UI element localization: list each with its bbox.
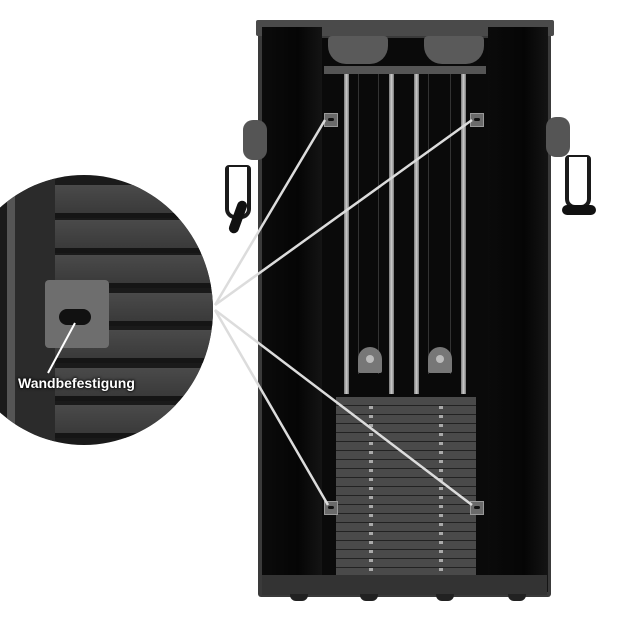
stack-pulley-right — [428, 347, 452, 373]
foot — [360, 594, 378, 601]
right-pulley-arm — [546, 117, 570, 157]
tower-top-cap — [256, 20, 554, 36]
slat — [55, 185, 213, 218]
selector-pins-left — [369, 400, 373, 575]
guide-rod — [389, 74, 394, 394]
right-handle-grip — [562, 205, 596, 215]
magnified-callout — [0, 175, 213, 445]
guide-rod — [414, 74, 419, 394]
callout-label: Wandbefestigung — [18, 375, 135, 391]
stack-pulley-left — [358, 347, 382, 373]
wall-mount-bottom-right — [470, 501, 484, 515]
bracket-slot — [59, 309, 91, 325]
slat — [55, 405, 213, 438]
right-side-panel — [488, 27, 548, 592]
cable — [358, 74, 359, 374]
base — [262, 575, 547, 595]
selector-pins-right — [439, 400, 443, 575]
guide-rod — [461, 74, 466, 394]
cable — [450, 74, 451, 374]
top-pulley-bracket-left — [328, 36, 388, 64]
cable — [428, 74, 429, 374]
foot — [508, 594, 526, 601]
foot — [436, 594, 454, 601]
slat — [55, 255, 213, 288]
slat — [55, 368, 213, 401]
foot — [290, 594, 308, 601]
slat — [55, 220, 213, 253]
top-pulley-bracket-right — [424, 36, 484, 64]
cable — [378, 74, 379, 374]
left-side-panel — [262, 27, 322, 592]
guide-rod — [344, 74, 349, 394]
left-pulley-arm — [243, 120, 267, 160]
crossbar — [324, 66, 486, 74]
